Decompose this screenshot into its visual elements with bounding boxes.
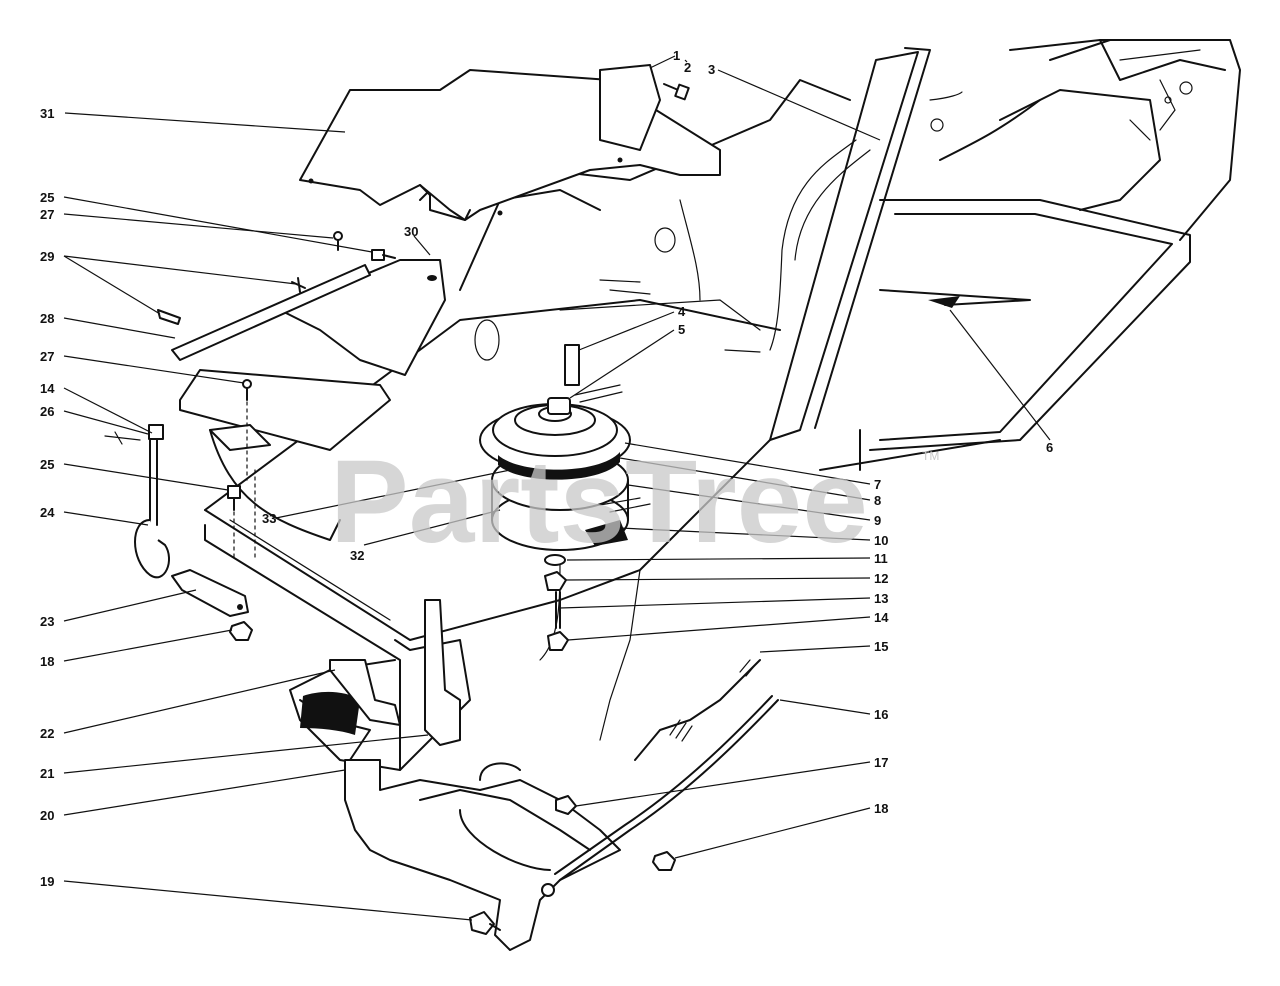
watermark: PartsTree TM (330, 436, 939, 568)
callout-9: 9 (874, 513, 881, 528)
callout-16: 16 (874, 707, 888, 722)
callout-13: 13 (874, 591, 888, 606)
callout-10: 10 (874, 533, 888, 548)
part-30-shield (279, 259, 446, 376)
callout-30: 30 (404, 224, 418, 239)
watermark-tm: TM (922, 449, 939, 463)
callout-6: 6 (1046, 440, 1053, 455)
callout-1: 1 (673, 48, 680, 63)
part-17-bolt (555, 795, 577, 815)
callout-27: 27 (40, 349, 54, 364)
callout-25: 25 (40, 190, 54, 205)
callout-17: 17 (874, 755, 888, 770)
part-15-spring (634, 659, 761, 761)
callout-4: 4 (678, 304, 686, 319)
callout-26: 26 (40, 404, 54, 419)
part-27-screw (242, 231, 343, 401)
callout-21: 21 (40, 766, 54, 781)
callout-20: 20 (40, 808, 54, 823)
frame-drawing (769, 39, 1241, 471)
callout-31: 31 (40, 106, 54, 121)
pivot-pin (541, 883, 555, 897)
lower-plate (179, 369, 391, 451)
callout-24: 24 (40, 505, 55, 520)
callout-5: 5 (678, 322, 685, 337)
part-21-lever (424, 599, 461, 746)
part-25-bolt (227, 249, 396, 511)
clutch-pulley (479, 344, 651, 651)
part-18-nut (229, 621, 253, 641)
callout-33: 33 (262, 511, 276, 526)
part-19-bolt (469, 911, 501, 935)
callout-14: 14 (874, 610, 889, 625)
callout-25: 25 (40, 457, 54, 472)
watermark-text: PartsTree (330, 436, 868, 568)
callout-18: 18 (40, 654, 54, 669)
callout-27: 27 (40, 207, 54, 222)
callout-11: 11 (874, 551, 888, 566)
callout-23: 23 (40, 614, 54, 629)
part-2-bolt (663, 83, 690, 101)
callout-29: 29 (40, 249, 54, 264)
callout-14: 14 (40, 381, 55, 396)
callout-18: 18 (874, 801, 888, 816)
part-29-clip (157, 277, 306, 325)
callout-7: 7 (874, 477, 881, 492)
part-18-nut (652, 851, 676, 871)
callout-28: 28 (40, 311, 54, 326)
leader-lines (63, 55, 1051, 921)
callouts: 31 25 27 29 28 27 14 26 25 24 23 18 22 2… (40, 48, 1053, 889)
callout-19: 19 (40, 874, 54, 889)
callout-15: 15 (874, 639, 888, 654)
callout-32: 32 (350, 548, 364, 563)
part-20-plate (344, 759, 621, 951)
callout-22: 22 (40, 726, 54, 741)
part-1-bracket (599, 64, 661, 151)
callout-12: 12 (874, 571, 888, 586)
callout-2: 2 (684, 60, 691, 75)
callout-8: 8 (874, 493, 881, 508)
part-24-rod (104, 424, 170, 579)
part-16-rod (559, 699, 779, 881)
part-28-rail (171, 264, 371, 361)
callout-3: 3 (708, 62, 715, 77)
part-23-link (171, 569, 249, 617)
part-22-bracket (329, 659, 401, 726)
